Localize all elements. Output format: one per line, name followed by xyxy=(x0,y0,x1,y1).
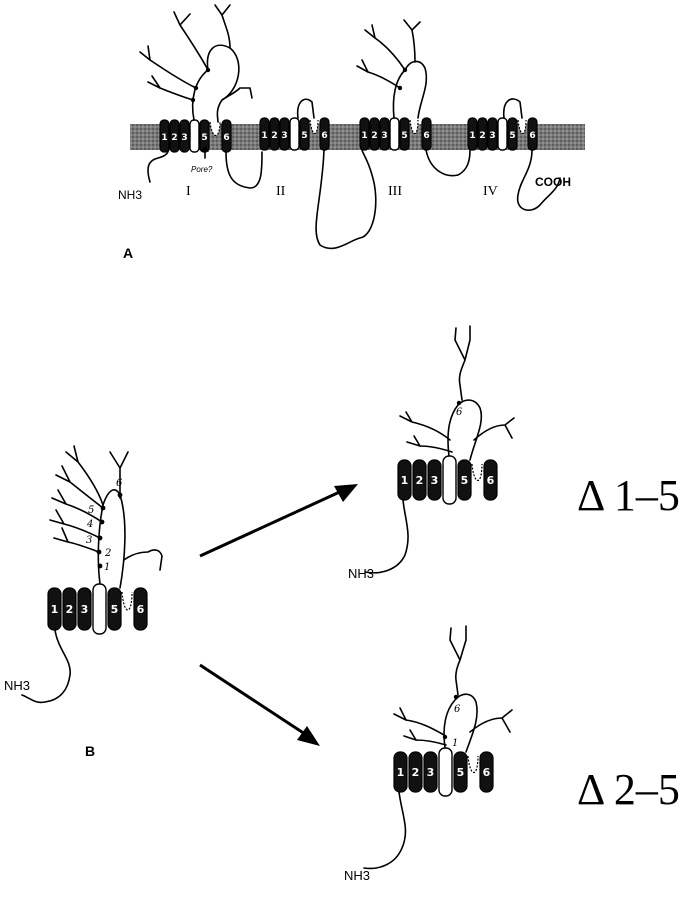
c-terminus-label-a: COOH xyxy=(535,175,571,189)
svg-text:1: 1 xyxy=(161,133,167,143)
svg-text:4: 4 xyxy=(446,468,454,481)
pore-label: Pore? xyxy=(191,165,213,174)
svg-text:5: 5 xyxy=(401,131,407,141)
panel-a: NH3 1 2 3 5 6 Pore? xyxy=(118,4,585,261)
n-terminus-label-d15: NH3 xyxy=(348,566,374,581)
svg-text:2: 2 xyxy=(416,474,424,487)
svg-text:3: 3 xyxy=(381,131,387,141)
panel-b-extracellular-loop: 5 4 3 2 1 6 xyxy=(49,445,163,589)
svg-text:6: 6 xyxy=(483,766,491,779)
segment-4-b: 4 xyxy=(96,598,104,611)
domain-i-helices: 1 2 3 5 6 xyxy=(159,119,232,153)
domain-ii-helices: 1 2 3 5 6 xyxy=(259,98,330,151)
glyco-site-1-b: 1 xyxy=(104,562,110,573)
glyco-site-6-d15: 6 xyxy=(456,407,463,418)
svg-text:6: 6 xyxy=(529,131,535,141)
svg-text:5: 5 xyxy=(509,131,515,141)
svg-text:1: 1 xyxy=(401,474,409,487)
c-terminal-tail-a xyxy=(516,149,561,211)
svg-text:1: 1 xyxy=(361,131,367,141)
svg-text:5: 5 xyxy=(457,766,465,779)
svg-text:3: 3 xyxy=(431,474,439,487)
domain-label-ii: II xyxy=(276,184,286,199)
svg-text:3: 3 xyxy=(281,131,287,141)
panel-b-helices: 1 2 3 4 5 6 xyxy=(47,583,148,635)
panel-b-label: B xyxy=(85,743,95,759)
segment-1-b: 1 xyxy=(51,603,59,616)
glyco-site-5-b: 5 xyxy=(88,505,94,516)
n-terminus-label-d25: NH3 xyxy=(344,868,370,883)
mutant-label-delta-1-5: Δ 1–5 xyxy=(577,471,680,520)
panel-a-label: A xyxy=(123,245,133,261)
mutant-delta-1-5: 1 2 3 4 5 6 6 NH3 Δ 1–5 xyxy=(348,325,680,581)
svg-text:5: 5 xyxy=(301,131,307,141)
glyco-site-6-b: 6 xyxy=(116,478,123,489)
svg-text:1: 1 xyxy=(469,131,475,141)
arrow-to-delta-1-5 xyxy=(199,484,358,558)
svg-text:6: 6 xyxy=(487,474,495,487)
glyco-site-4-b: 4 xyxy=(86,519,93,530)
svg-text:1: 1 xyxy=(261,131,267,141)
glyco-site-6-d25: 6 xyxy=(454,704,461,715)
mutant-label-delta-2-5: Δ 2–5 xyxy=(577,765,680,814)
svg-text:2: 2 xyxy=(371,131,377,141)
segment-2-b: 2 xyxy=(66,603,74,616)
domain-label-iv: IV xyxy=(483,184,498,199)
mutant-delta-2-5: 1 2 3 4 5 6 6 1 NH3 Δ 2–5 xyxy=(344,625,680,883)
svg-text:4: 4 xyxy=(442,760,450,773)
glyco-site-2-b: 2 xyxy=(104,548,111,559)
svg-text:2: 2 xyxy=(479,131,485,141)
panel-b: 1 2 3 4 5 6 5 4 3 2 1 xyxy=(4,445,163,759)
segment-5-b: 5 xyxy=(111,603,119,616)
domain-iv-helices: 1 2 3 5 6 xyxy=(467,98,538,151)
segment-3-b: 3 xyxy=(81,603,89,616)
n-terminus-label-b: NH3 xyxy=(4,678,30,693)
domain-label-iii: III xyxy=(388,184,402,199)
svg-text:2: 2 xyxy=(171,133,177,143)
n-terminus-label-a: NH3 xyxy=(118,188,142,202)
glyco-site-1-d25: 1 xyxy=(452,738,458,749)
domain-iii-helices: 1 2 3 5 6 xyxy=(359,117,432,151)
svg-text:6: 6 xyxy=(321,131,327,141)
svg-text:6: 6 xyxy=(423,131,429,141)
svg-text:3: 3 xyxy=(181,133,187,143)
svg-text:2: 2 xyxy=(412,766,420,779)
glyco-site-3-b: 3 xyxy=(86,535,92,546)
n-terminal-tail-b xyxy=(21,629,71,704)
domain-i-extracellular-loop xyxy=(139,4,253,123)
svg-text:2: 2 xyxy=(271,131,277,141)
domain-label-i: I xyxy=(186,184,191,199)
svg-text:5: 5 xyxy=(461,474,469,487)
svg-text:6: 6 xyxy=(223,133,229,143)
segment-6-b: 6 xyxy=(137,603,145,616)
arrow-to-delta-2-5 xyxy=(199,663,320,746)
svg-text:3: 3 xyxy=(489,131,495,141)
svg-text:3: 3 xyxy=(427,766,435,779)
svg-text:5: 5 xyxy=(201,133,207,143)
svg-text:1: 1 xyxy=(397,766,405,779)
domain-iii-extracellular-loop xyxy=(356,19,428,119)
